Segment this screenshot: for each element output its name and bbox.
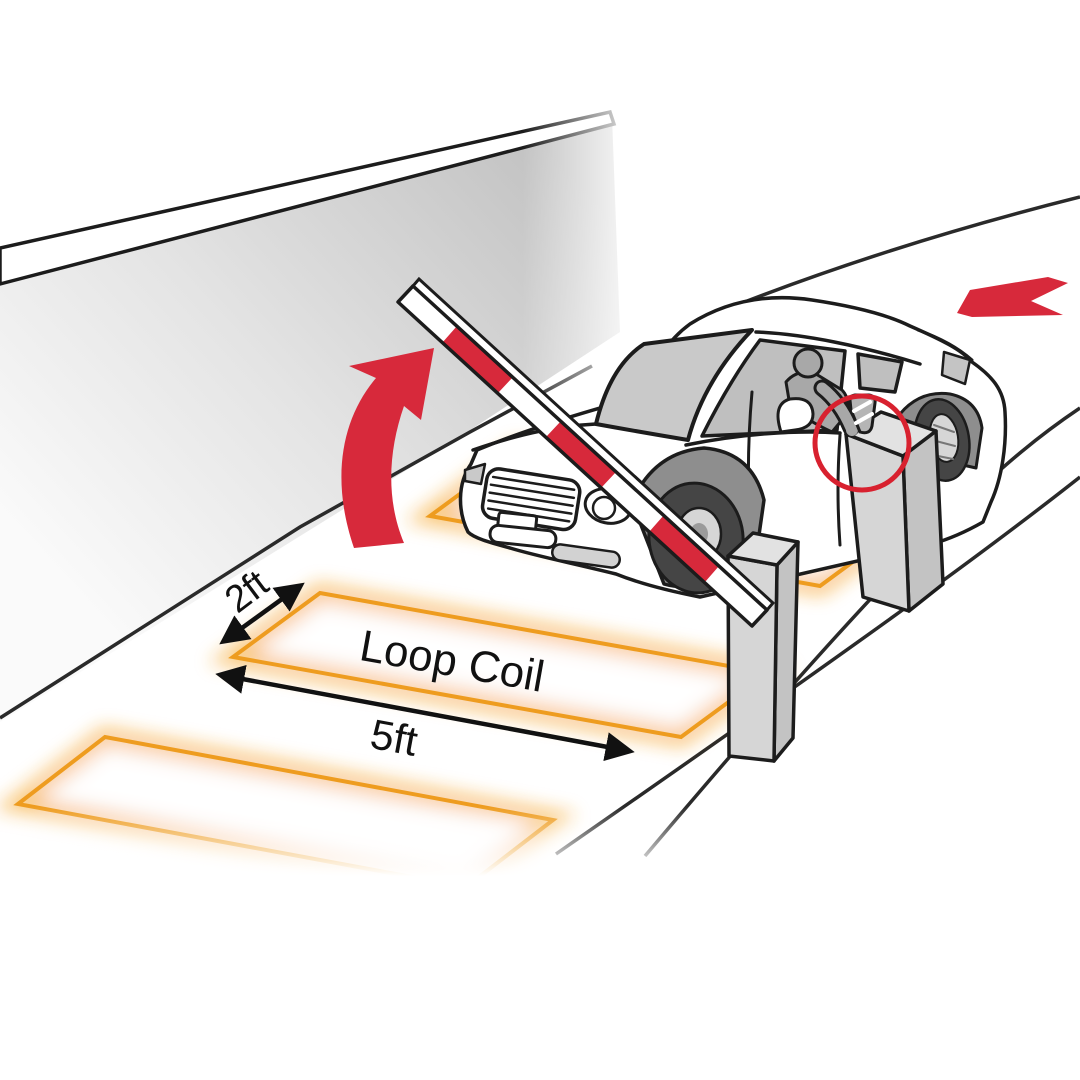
barrier-arm — [396, 276, 776, 628]
reader-post-right — [844, 410, 945, 613]
coil-width-arrow — [219, 582, 305, 645]
wall-top-cap — [0, 109, 617, 286]
barrier-lift-arrow — [341, 348, 434, 548]
wall-face — [0, 116, 620, 722]
windshield — [594, 328, 754, 442]
corner-marker-light — [463, 462, 487, 486]
barrier-arm-stripe-3 — [649, 515, 719, 582]
rear-door-line — [836, 433, 842, 547]
fog-light-strip — [551, 543, 621, 569]
barrier-arm-stripe-1 — [442, 326, 513, 393]
road-far-edge-line — [741, 195, 1080, 305]
bottom-fade — [0, 806, 1080, 1080]
trunk-line — [916, 328, 974, 362]
coil-length-arrow — [215, 664, 635, 762]
right-post-front-face — [844, 432, 911, 613]
roof-rail-line — [754, 330, 922, 366]
left-post-top-face — [726, 531, 800, 567]
coil-length-label: 5ft — [367, 710, 422, 765]
rear-quarter-window — [856, 352, 904, 394]
barrier-arm-stripe-2 — [546, 421, 616, 488]
highlight-circle — [812, 393, 912, 493]
bumper-intake — [488, 523, 558, 550]
reader-slots — [852, 400, 874, 425]
tail-lamp — [940, 350, 972, 386]
entry-direction-arrow — [957, 277, 1068, 317]
headlight-bulb — [591, 495, 617, 521]
barrier-post-left — [726, 531, 800, 763]
driver-head — [792, 347, 824, 379]
driver-hand — [846, 424, 858, 436]
side-mirror — [776, 397, 815, 434]
beltline — [684, 430, 842, 447]
boundary-wall — [0, 109, 620, 722]
